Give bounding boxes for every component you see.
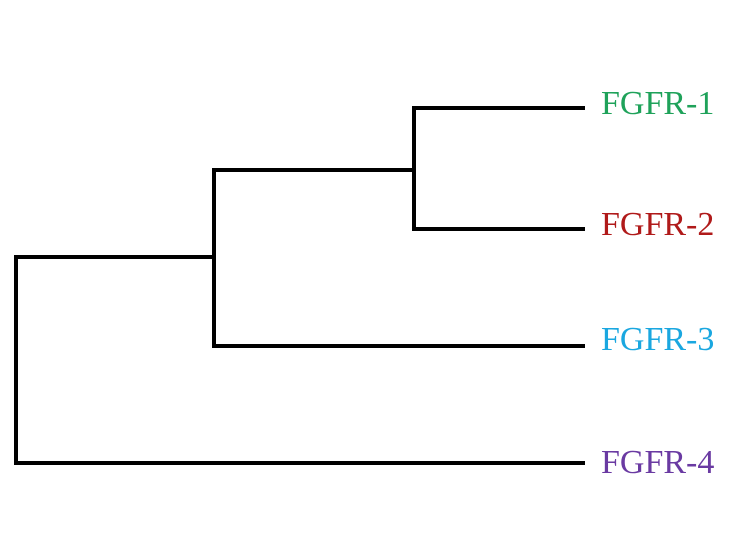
leaf-label-fgfr-1: FGFR-1	[601, 85, 715, 122]
leaf-label-fgfr-2: FGFR-2	[601, 206, 715, 243]
leaf-label-fgfr-4: FGFR-4	[601, 444, 715, 481]
leaf-label-fgfr-3: FGFR-3	[601, 321, 715, 358]
